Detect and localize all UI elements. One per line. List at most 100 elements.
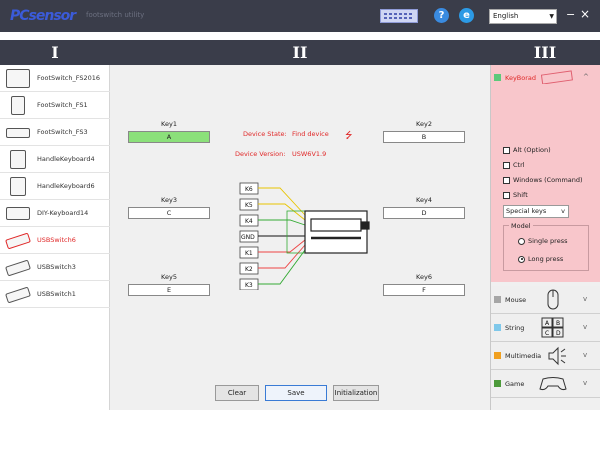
device-label: HandleKeyboard4 — [37, 155, 95, 163]
device-state-value: Find device — [292, 130, 329, 138]
chevron-down-icon: v — [583, 295, 588, 303]
multimedia-swatch — [494, 352, 501, 359]
windows-checkbox[interactable]: Windows (Command) — [503, 176, 583, 184]
chevron-down-icon: v — [583, 351, 588, 359]
keyboard-icon[interactable] — [380, 9, 418, 23]
key2-input[interactable]: B — [383, 131, 465, 143]
string-label: String — [505, 324, 525, 332]
checkbox-box[interactable] — [503, 161, 510, 169]
language-select[interactable]: English ▼ — [489, 9, 557, 24]
key6-label: Key6 — [416, 273, 432, 281]
keyboard-tab[interactable]: KeyBorad — [505, 74, 537, 82]
string-swatch — [494, 324, 501, 331]
wiring-diagram: K6 K5 K4 GND K1 K2 K3 — [239, 182, 370, 290]
device-item-diy14[interactable]: DIY-Keyboard14 — [0, 200, 110, 227]
diy-keyboard-icon — [6, 207, 30, 220]
chevron-down-icon: v — [561, 207, 565, 215]
device-item-fs3[interactable]: FootSwitch_FS3 — [0, 119, 110, 146]
chevron-up-icon[interactable]: ^ — [583, 73, 589, 81]
initialization-button[interactable]: Initialization — [333, 385, 379, 401]
key5-label: Key5 — [161, 273, 177, 281]
model-title: Model — [509, 222, 533, 230]
single-press-label: Single press — [528, 237, 568, 245]
device-list: FootSwitch_FS2016 FootSwitch_FS1 FootSwi… — [0, 65, 110, 410]
device-item-handle6[interactable]: HandleKeyboard6 — [0, 173, 110, 200]
usb-switch-icon — [5, 232, 31, 250]
handle-keyboard-icon — [10, 150, 26, 169]
game-swatch — [494, 380, 501, 387]
key3-label: Key3 — [161, 196, 177, 204]
device-item-handle4[interactable]: HandleKeyboard4 — [0, 146, 110, 173]
device-version-value: USW6V1.9 — [292, 150, 327, 158]
alt-label: Alt (Option) — [513, 146, 551, 154]
ctrl-checkbox[interactable]: Ctrl — [503, 161, 525, 169]
device-item-fs1[interactable]: FootSwitch_FS1 — [0, 92, 110, 119]
key3-input[interactable]: C — [128, 207, 210, 219]
device-state-label: Device State: — [243, 130, 287, 138]
handle-keyboard-icon — [10, 177, 26, 196]
help-icon[interactable]: ? — [434, 8, 449, 23]
speaker-icon — [548, 346, 566, 366]
close-button[interactable]: × — [580, 7, 591, 21]
footswitch-icon — [11, 96, 25, 115]
pin-label: K5 — [245, 202, 253, 209]
mouse-label: Mouse — [505, 296, 527, 304]
single-press-radio[interactable]: Single press — [518, 237, 567, 245]
checkbox-box[interactable] — [503, 176, 510, 184]
device-label: HandleKeyboard6 — [37, 182, 95, 190]
windows-label: Windows (Command) — [513, 176, 583, 184]
radio-dot[interactable] — [518, 237, 525, 245]
clear-button[interactable]: Clear — [215, 385, 259, 401]
shift-checkbox[interactable]: Shift — [503, 191, 528, 199]
device-label: USBSwitch3 — [37, 263, 76, 271]
device-item-usbswitch3[interactable]: USBSwitch3 — [0, 254, 110, 281]
device-label: DIY-Keyboard14 — [37, 209, 89, 217]
glyph-a: A — [545, 320, 550, 327]
title-bar: PCsensor footswitch utility ? e English … — [0, 0, 600, 32]
device-item-fs2016[interactable]: FootSwitch_FS2016 — [0, 65, 110, 92]
usb-icon: ⭍ — [345, 131, 353, 141]
column-header-devices: I — [0, 40, 110, 65]
category-game[interactable]: Game v — [491, 370, 600, 398]
key5-input[interactable]: E — [128, 284, 210, 296]
checkbox-box[interactable] — [503, 191, 510, 199]
key1-input[interactable]: A — [128, 131, 210, 143]
pin-label: K3 — [245, 282, 253, 289]
device-label: FootSwitch_FS2016 — [37, 74, 101, 82]
long-press-radio[interactable]: Long press — [518, 255, 563, 263]
shift-label: Shift — [513, 191, 528, 199]
game-label: Game — [505, 380, 525, 388]
key4-label: Key4 — [416, 196, 432, 204]
usb-switch-icon — [5, 286, 31, 304]
footswitch-icon — [6, 128, 30, 138]
alt-checkbox[interactable]: Alt (Option) — [503, 146, 551, 154]
category-multimedia[interactable]: Multimedia v — [491, 342, 600, 370]
device-item-usbswitch6[interactable]: USBSwitch6 — [0, 227, 110, 254]
minimize-button[interactable]: − — [566, 8, 576, 21]
multimedia-label: Multimedia — [505, 352, 542, 360]
globe-icon[interactable]: e — [459, 8, 474, 23]
app-logo: PCsensor — [10, 8, 76, 24]
checkbox-box[interactable] — [503, 146, 510, 154]
pin-label: K6 — [245, 186, 253, 193]
device-label: FootSwitch_FS3 — [37, 128, 88, 136]
language-value: English — [493, 12, 519, 20]
save-button[interactable]: Save — [265, 385, 327, 401]
ctrl-label: Ctrl — [513, 161, 525, 169]
long-press-label: Long press — [528, 255, 564, 263]
device-version-label: Device Version: — [235, 150, 286, 158]
chevron-down-icon: v — [583, 379, 588, 387]
radio-dot[interactable] — [518, 255, 525, 263]
usb-switch-icon — [5, 259, 31, 277]
keyboard-swatch — [494, 74, 501, 81]
key6-input[interactable]: F — [383, 284, 465, 296]
key2-label: Key2 — [416, 120, 432, 128]
column-header-config: II — [110, 40, 490, 65]
key4-input[interactable]: D — [383, 207, 465, 219]
device-item-usbswitch1[interactable]: USBSwitch1 — [0, 281, 110, 308]
category-mouse[interactable]: Mouse v — [491, 286, 600, 314]
model-group: Model Single press Long press — [503, 222, 589, 271]
